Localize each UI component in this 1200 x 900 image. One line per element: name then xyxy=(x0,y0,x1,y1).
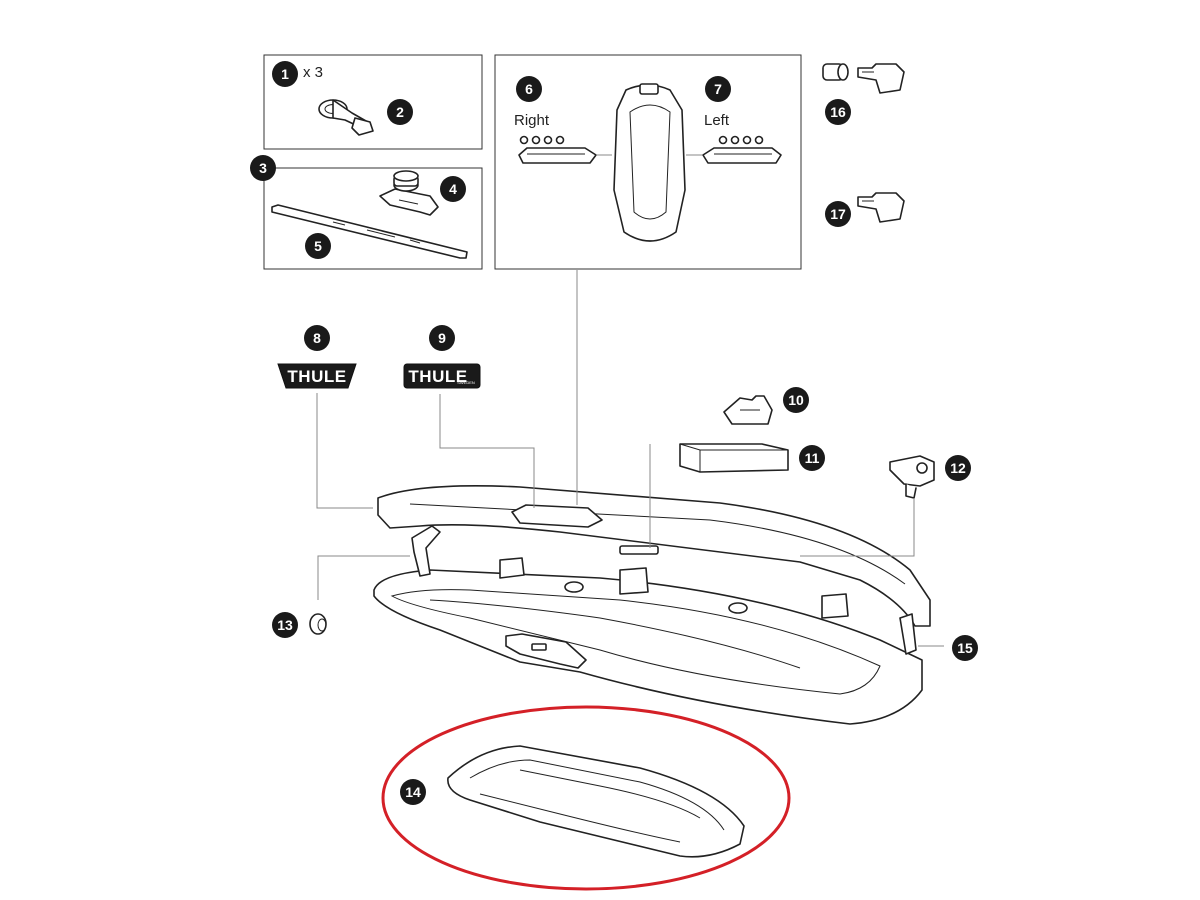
svg-text:3: 3 xyxy=(259,160,267,176)
svg-text:12: 12 xyxy=(950,460,966,476)
svg-text:SWEDEN: SWEDEN xyxy=(457,380,475,385)
svg-text:THULE: THULE xyxy=(287,367,346,386)
part-11-pad xyxy=(679,443,789,473)
callout-14: 14 xyxy=(400,779,426,805)
svg-text:THULE: THULE xyxy=(408,367,467,386)
svg-text:4: 4 xyxy=(449,181,457,197)
clamp-knob-drawing xyxy=(379,170,439,216)
thule-logo-8: THULE xyxy=(277,363,357,389)
svg-text:13: 13 xyxy=(277,617,293,633)
svg-text:11: 11 xyxy=(805,450,820,466)
quantity-label: x 3 xyxy=(303,64,323,81)
callout-6: 6 xyxy=(516,76,542,102)
lock-and-key-16 xyxy=(822,63,905,94)
left-label: Left xyxy=(704,112,730,129)
svg-text:9: 9 xyxy=(438,330,446,346)
part-12-hinge xyxy=(889,455,935,499)
svg-text:16: 16 xyxy=(830,104,846,120)
right-label: Right xyxy=(514,112,550,129)
callout-2: 2 xyxy=(387,99,413,125)
svg-text:17: 17 xyxy=(830,206,846,222)
svg-text:7: 7 xyxy=(714,81,722,97)
strap-drawing xyxy=(318,99,374,136)
key-17 xyxy=(857,192,905,223)
callout-5: 5 xyxy=(305,233,331,259)
svg-text:8: 8 xyxy=(313,330,321,346)
strap-parts-box xyxy=(263,54,483,150)
highlight-ellipse xyxy=(381,705,791,891)
svg-text:10: 10 xyxy=(788,392,804,408)
roof-box-open xyxy=(373,485,931,725)
svg-text:5: 5 xyxy=(314,238,322,254)
screws-right xyxy=(519,135,565,145)
left-bracket xyxy=(702,147,782,164)
mount-parts-box xyxy=(263,167,483,270)
callout-15: 15 xyxy=(952,635,978,661)
callout-12: 12 xyxy=(945,455,971,481)
callout-4: 4 xyxy=(440,176,466,202)
callout-3: 3 xyxy=(250,155,276,181)
rail-drawing xyxy=(271,204,468,259)
thule-logo-9: THULE SWEDEN xyxy=(403,363,481,389)
svg-text:6: 6 xyxy=(525,81,533,97)
callout-9: 9 xyxy=(429,325,455,351)
screws-left xyxy=(718,135,764,145)
callout-11: 11 xyxy=(799,445,825,471)
svg-text:15: 15 xyxy=(957,640,973,656)
callout-16: 16 xyxy=(825,99,851,125)
callout-13: 13 xyxy=(272,612,298,638)
svg-text:14: 14 xyxy=(405,784,421,800)
callout-1: 1 xyxy=(272,61,298,87)
callout-7: 7 xyxy=(705,76,731,102)
callout-8: 8 xyxy=(304,325,330,351)
callout-10: 10 xyxy=(783,387,809,413)
roof-box-top-view xyxy=(613,83,686,242)
svg-text:2: 2 xyxy=(396,104,404,120)
svg-text:1: 1 xyxy=(281,66,289,82)
part-13-cap xyxy=(309,613,327,635)
right-bracket xyxy=(518,147,597,164)
callout-17: 17 xyxy=(825,201,851,227)
bracket-parts-box xyxy=(494,54,802,270)
part-14-floor-mat xyxy=(447,745,745,858)
